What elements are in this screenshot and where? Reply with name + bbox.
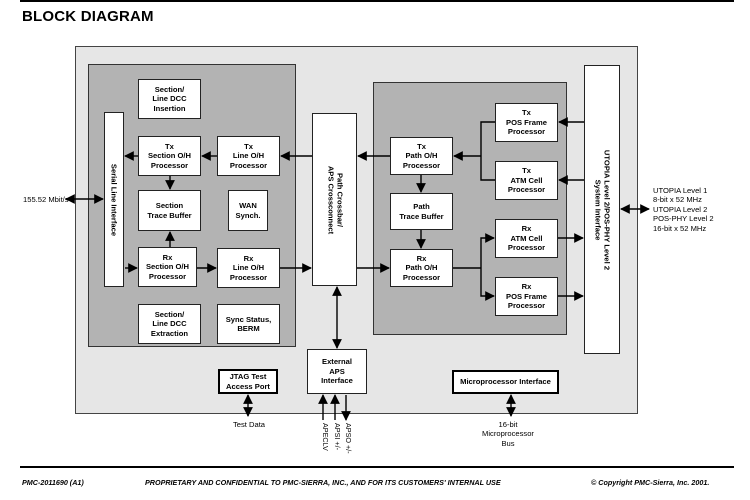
tx-section-oh-processor-block: Tx Section O/H Processor (138, 136, 201, 176)
rx-section-oh-processor-block: Rx Section O/H Processor (138, 247, 197, 287)
footer-doc-id: PMC-2011690 (A1) (22, 478, 84, 487)
utopia-system-interface: UTOPIA Level 2/POS-PHY Level 2 System In… (584, 65, 620, 354)
line-rate-label: 155.52 Mbit/s (23, 195, 69, 204)
header-rule (20, 0, 734, 2)
rx-atm-cell-processor-block: Rx ATM Cell Processor (495, 219, 558, 258)
apsi-signal-label: APSI +/- (333, 423, 342, 450)
footer-rule (20, 466, 734, 468)
rx-line-oh-processor-block: Rx Line O/H Processor (217, 248, 280, 288)
serial-line-interface-label: Serial Line Interface (109, 163, 119, 236)
rx-path-oh-processor-block: Rx Path O/H Processor (390, 249, 453, 287)
utopia-modes-label: UTOPIA Level 1 8-bit x 52 MHz UTOPIA Lev… (653, 186, 714, 233)
path-trace-buffer-block: Path Trace Buffer (390, 193, 453, 230)
tx-path-oh-processor-block: Tx Path O/H Processor (390, 137, 453, 175)
apso-signal-label: APSO +/- (344, 423, 353, 454)
tx-atm-cell-processor-block: Tx ATM Cell Processor (495, 161, 558, 200)
tx-pos-frame-processor-block: Tx POS Frame Processor (495, 103, 558, 142)
rx-pos-frame-processor-block: Rx POS Frame Processor (495, 277, 558, 316)
external-aps-interface-block: External APS Interface (307, 349, 367, 394)
microprocessor-interface-block: Microprocessor Interface (452, 370, 559, 394)
tx-line-oh-processor-block: Tx Line O/H Processor (217, 136, 280, 176)
footer-confidential: PROPRIETARY AND CONFIDENTIAL TO PMC-SIER… (145, 478, 501, 487)
utopia-system-interface-label: UTOPIA Level 2/POS-PHY Level 2 System In… (593, 149, 612, 270)
section-line-dcc-insertion-block: Section/ Line DCC Insertion (138, 79, 201, 119)
page-title: BLOCK DIAGRAM (22, 8, 154, 25)
serial-line-interface: Serial Line Interface (104, 112, 124, 287)
microprocessor-bus-label: 16-bit Microprocessor Bus (482, 420, 534, 448)
wan-synch-block: WAN Synch. (228, 190, 268, 231)
jtag-test-access-port-block: JTAG Test Access Port (218, 369, 278, 394)
footer-copyright: © Copyright PMC-Sierra, Inc. 2001. (591, 478, 710, 487)
path-crossbar-label: Path Crossbar/ APS Crossconnect (325, 165, 344, 234)
test-data-label: Test Data (232, 420, 266, 429)
section-line-dcc-extraction-block: Section/ Line DCC Extraction (138, 304, 201, 344)
sync-status-berm-block: Sync Status, BERM (217, 304, 280, 344)
apeclv-signal-label: APECLV (321, 423, 330, 451)
section-trace-buffer-block: Section Trace Buffer (138, 190, 201, 231)
path-crossbar-aps-crossconnect: Path Crossbar/ APS Crossconnect (312, 113, 357, 286)
